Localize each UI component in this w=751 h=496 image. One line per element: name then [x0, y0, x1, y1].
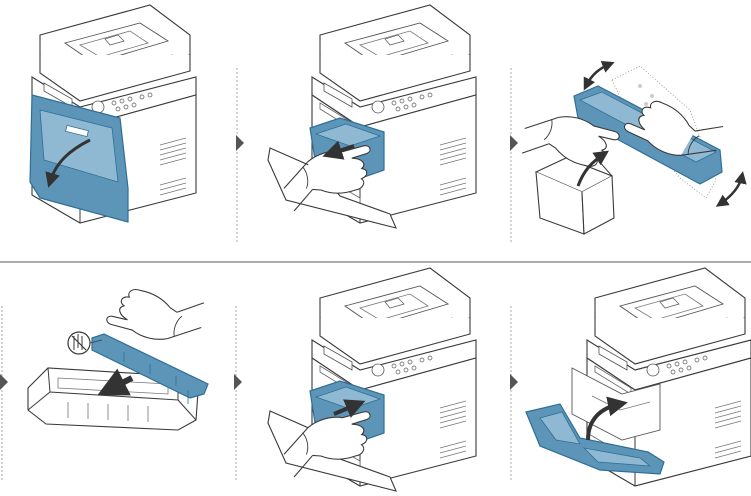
rotate-arrow-icon	[715, 171, 747, 207]
triangle-right-icon	[510, 374, 518, 390]
curved-arrow-icon	[586, 396, 628, 441]
triangle-right-icon	[236, 135, 244, 151]
push-arrow-icon	[333, 399, 366, 418]
push-arrow-icon	[97, 368, 134, 396]
triangle-right-icon	[234, 374, 242, 390]
step-2-pull-out-toner	[267, 4, 477, 229]
step-6-close-front-door	[525, 267, 751, 487]
curved-arrow-icon	[576, 150, 609, 187]
step-4-remove-cover	[27, 273, 211, 431]
curved-arrow-icon	[45, 138, 91, 188]
step-3-shake-cartridge	[515, 60, 747, 235]
step-5-insert-toner	[267, 267, 477, 492]
rotate-arrow-icon	[583, 60, 615, 91]
triangle-right-icon	[510, 135, 518, 151]
do-not-touch-icon	[67, 331, 91, 355]
step-1-open-front-door	[29, 4, 197, 224]
push-arrow-icon	[322, 140, 355, 160]
triangle-right-icon	[0, 374, 8, 390]
